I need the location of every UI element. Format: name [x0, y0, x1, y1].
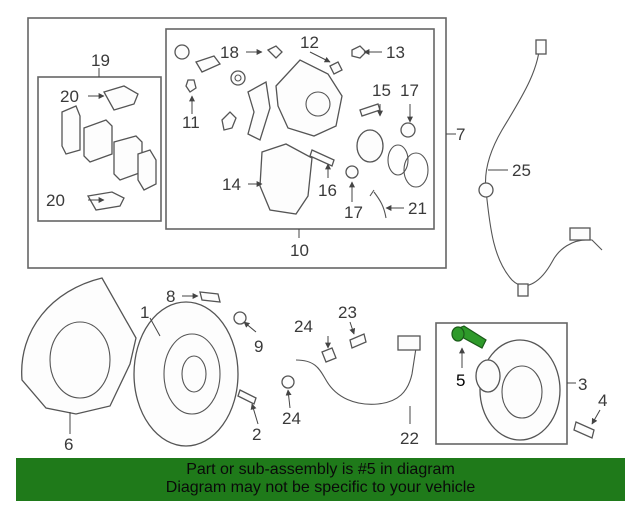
label-19: 19 — [91, 51, 110, 70]
label-18: 18 — [220, 43, 239, 62]
label-1: 1 — [140, 303, 149, 322]
banner-line-2: Diagram may not be specific to your vehi… — [165, 479, 476, 496]
label-22: 22 — [400, 429, 419, 448]
label-24b: 24 — [282, 409, 301, 428]
label-14: 14 — [222, 175, 241, 194]
brake-pads — [61, 85, 157, 211]
label-25: 25 — [512, 161, 531, 180]
info-banner: Part or sub-assembly is #5 in diagram Di… — [16, 458, 625, 501]
brake-hose — [295, 335, 421, 405]
brake-rotor — [133, 301, 239, 447]
abs-sensor-wire — [478, 39, 603, 297]
caliper-parts — [174, 44, 429, 219]
label-6: 6 — [64, 435, 73, 454]
dust-shield — [21, 277, 137, 415]
wheel-hub — [475, 339, 561, 441]
label-23: 23 — [338, 303, 357, 322]
label-21: 21 — [408, 199, 427, 218]
caliper-box — [165, 28, 435, 230]
label-13: 13 — [386, 43, 405, 62]
label-10: 10 — [290, 241, 309, 260]
label-3: 3 — [578, 375, 587, 394]
caliper-assembly-box — [27, 17, 447, 269]
label-12: 12 — [300, 33, 319, 52]
label-15: 15 — [372, 81, 391, 100]
label-9: 9 — [254, 337, 263, 356]
label-17a: 17 — [400, 81, 419, 100]
label-2: 2 — [252, 425, 261, 444]
highlighted-bolt-5 — [451, 325, 487, 349]
parts-diagram: 19 20 20 18 12 13 15 17 11 7 14 16 17 21… — [21, 17, 607, 454]
label-7: 7 — [456, 125, 465, 144]
banner-line-1: Part or sub-assembly is #5 in diagram — [186, 461, 455, 478]
label-4: 4 — [598, 391, 607, 410]
label-24a: 24 — [294, 317, 313, 336]
label-16: 16 — [318, 181, 337, 200]
label-8: 8 — [166, 287, 175, 306]
label-11: 11 — [182, 113, 200, 132]
label-20b: 20 — [46, 191, 65, 210]
label-20a: 20 — [60, 87, 79, 106]
label-5-highlighted: 5 — [456, 371, 465, 390]
label-17b: 17 — [344, 203, 363, 222]
